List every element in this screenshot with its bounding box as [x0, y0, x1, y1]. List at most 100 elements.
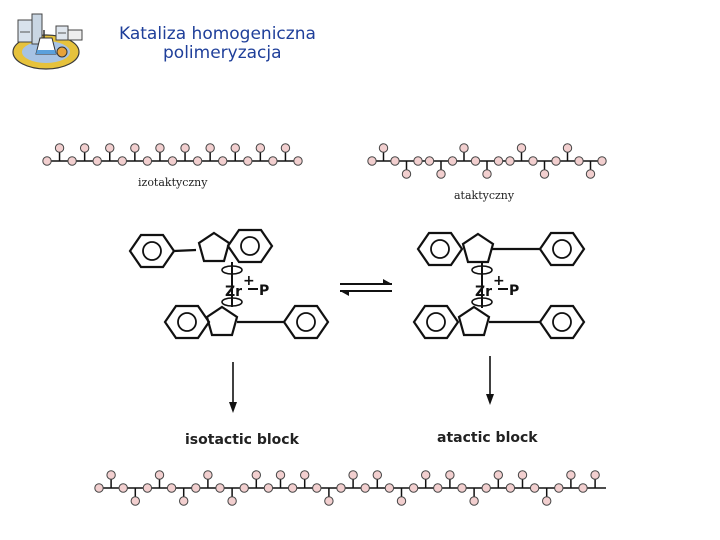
backbone-bead — [574, 156, 584, 166]
side-group-bead — [542, 496, 552, 506]
side-group-bead — [590, 470, 600, 480]
backbone-bead — [367, 156, 377, 166]
side-group-bead — [539, 169, 550, 179]
backbone-bead — [192, 156, 203, 166]
backbone-bead — [505, 483, 516, 493]
backbone-bead — [390, 156, 400, 166]
side-group-bead — [517, 470, 528, 480]
polymer-chain-label: P — [259, 283, 269, 299]
backbone-bead — [312, 483, 322, 493]
catalyst-lab-logo-icon — [12, 13, 83, 70]
metal-center-label: Zr — [225, 284, 242, 300]
side-group-bead — [54, 143, 65, 153]
side-group-bead — [154, 470, 165, 480]
side-group-bead — [227, 496, 237, 506]
side-group-bead — [516, 143, 527, 153]
backbone-bead — [597, 156, 607, 166]
side-group-bead — [348, 470, 358, 480]
backbone-bead — [287, 483, 298, 493]
side-group-bead — [106, 470, 116, 480]
side-group-bead — [482, 169, 492, 179]
backbone-bead — [551, 156, 561, 166]
backbone-bead — [481, 483, 491, 493]
side-group-bead — [280, 143, 291, 153]
atactic-chain-diagram — [367, 143, 607, 179]
backbone-bead — [263, 483, 274, 493]
backbone-bead — [493, 156, 504, 166]
backbone-bead — [42, 156, 52, 166]
side-group-bead — [562, 143, 573, 153]
metallocene-right: Zr + P — [412, 231, 586, 340]
metallocene-left: Zr + P — [128, 228, 330, 340]
side-group-bead — [421, 470, 431, 480]
side-group-bead — [155, 143, 165, 153]
side-group-bead — [255, 143, 266, 153]
down-arrow-right — [486, 356, 494, 405]
side-group-bead — [251, 470, 261, 480]
isotactic-chain-diagram — [42, 143, 303, 166]
backbone-bead — [293, 156, 303, 166]
side-group-bead — [324, 496, 334, 506]
side-group-bead — [401, 169, 412, 179]
side-group-bead — [469, 496, 479, 506]
side-group-bead — [300, 470, 310, 480]
atactic-block-label: atactic block — [437, 430, 538, 446]
backbone-bead — [118, 483, 128, 493]
polymer-chain-label: P — [509, 283, 519, 299]
backbone-bead — [413, 156, 423, 166]
side-group-bead — [445, 470, 455, 480]
atactic-label: ataktyczny — [454, 189, 515, 202]
isotactic-block-label: isotactic block — [185, 432, 300, 448]
backbone-bead — [191, 483, 201, 493]
backbone-bead — [528, 156, 538, 166]
backbone-bead — [67, 156, 77, 166]
backbone-bead — [142, 483, 153, 493]
side-group-bead — [459, 143, 469, 153]
backbone-bead — [424, 156, 435, 166]
metal-charge-label: + — [493, 273, 505, 289]
backbone-bead — [470, 156, 481, 166]
metal-center-label: Zr — [475, 284, 492, 300]
side-group-bead — [230, 143, 240, 153]
backbone-bead — [94, 483, 104, 493]
side-group-bead — [566, 470, 576, 480]
side-group-bead — [372, 470, 382, 480]
backbone-bead — [218, 156, 228, 166]
backbone-bead — [239, 483, 249, 493]
backbone-bead — [578, 483, 588, 493]
backbone-bead — [142, 156, 153, 166]
backbone-bead — [433, 483, 443, 493]
slide-title: Kataliza homogeniczna — [119, 24, 316, 44]
backbone-bead — [167, 156, 178, 166]
side-group-bead — [436, 169, 446, 179]
isotactic-label: izotaktyczny — [138, 176, 208, 189]
side-group-bead — [130, 496, 141, 506]
backbone-bead — [505, 156, 515, 166]
side-group-bead — [205, 143, 215, 153]
backbone-bead — [336, 483, 346, 493]
side-group-bead — [275, 470, 286, 480]
backbone-bead — [408, 483, 419, 493]
backbone-bead — [215, 483, 225, 493]
backbone-bead — [447, 156, 458, 166]
side-group-bead — [493, 470, 503, 480]
side-group-bead — [396, 496, 407, 506]
slide-subtitle: polimeryzacja — [163, 43, 282, 63]
equilibrium-arrows — [340, 279, 392, 296]
side-group-bead — [378, 143, 389, 153]
side-group-bead — [203, 470, 213, 480]
backbone-bead — [92, 156, 102, 166]
backbone-bead — [166, 483, 177, 493]
side-group-bead — [180, 143, 190, 153]
backbone-bead — [243, 156, 253, 166]
side-group-bead — [79, 143, 90, 153]
down-arrow-left — [229, 362, 237, 413]
backbone-bead — [457, 483, 467, 493]
metal-charge-label: + — [243, 273, 255, 289]
backbone-bead — [360, 483, 370, 493]
backbone-bead — [268, 156, 278, 166]
side-group-bead — [105, 143, 115, 153]
stereoblock-chain-diagram — [94, 470, 606, 506]
side-group-bead — [585, 169, 596, 179]
